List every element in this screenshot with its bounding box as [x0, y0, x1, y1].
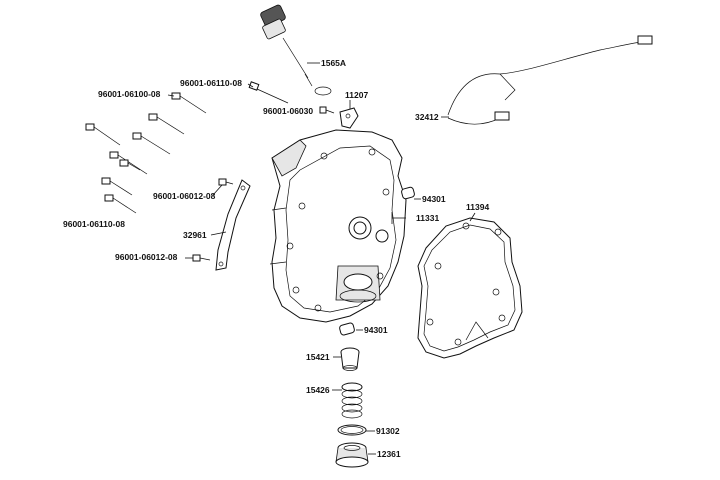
pin-lower-part — [339, 322, 355, 336]
label-bracket-top: 11207 — [345, 90, 368, 100]
bolt-lower-part — [192, 254, 211, 262]
dipstick-part — [260, 4, 332, 96]
cable-part — [447, 35, 653, 125]
label-bolt-lower: 96001-06012-08 — [115, 252, 178, 262]
label-pin-upper: 94301 — [422, 194, 446, 204]
label-filter-cap: 15421 — [306, 352, 330, 362]
label-bolt-mid: 96001-06012-08 — [153, 191, 216, 201]
bracket-left-part — [215, 179, 251, 271]
label-drain-plug: 12361 — [377, 449, 401, 459]
label-cable: 32412 — [415, 112, 439, 122]
bolt-small-top-part — [319, 106, 335, 114]
label-bolt-lower-group: 96001-06110-08 — [63, 219, 125, 229]
label-bolt-small-top: 96001-06030 — [263, 106, 313, 116]
label-bracket-left: 32961 — [183, 230, 207, 240]
filter-cap-part — [340, 347, 360, 371]
spring-part — [341, 382, 363, 419]
bolt-group-part — [85, 92, 207, 214]
bracket-top-part — [339, 107, 359, 129]
bolt-mid-part — [218, 178, 234, 186]
label-pin-center: 11331 — [416, 213, 439, 223]
pin-upper-part — [401, 186, 415, 200]
bolt-top-part — [248, 81, 289, 104]
drain-plug-part — [335, 442, 369, 468]
label-bolt-group: 96001-06100-08 — [98, 89, 161, 99]
label-pin-lower: 94301 — [364, 325, 388, 335]
label-gasket: 11394 — [466, 202, 489, 212]
crankcase-cover-part — [269, 129, 407, 323]
label-spring: 15426 — [306, 385, 330, 395]
gasket-part — [417, 217, 523, 359]
oring-part — [337, 424, 367, 436]
label-dipstick: 1565A — [321, 58, 346, 68]
label-oring: 91302 — [376, 426, 400, 436]
label-bolt-top: 96001-06110-08 — [180, 78, 242, 88]
